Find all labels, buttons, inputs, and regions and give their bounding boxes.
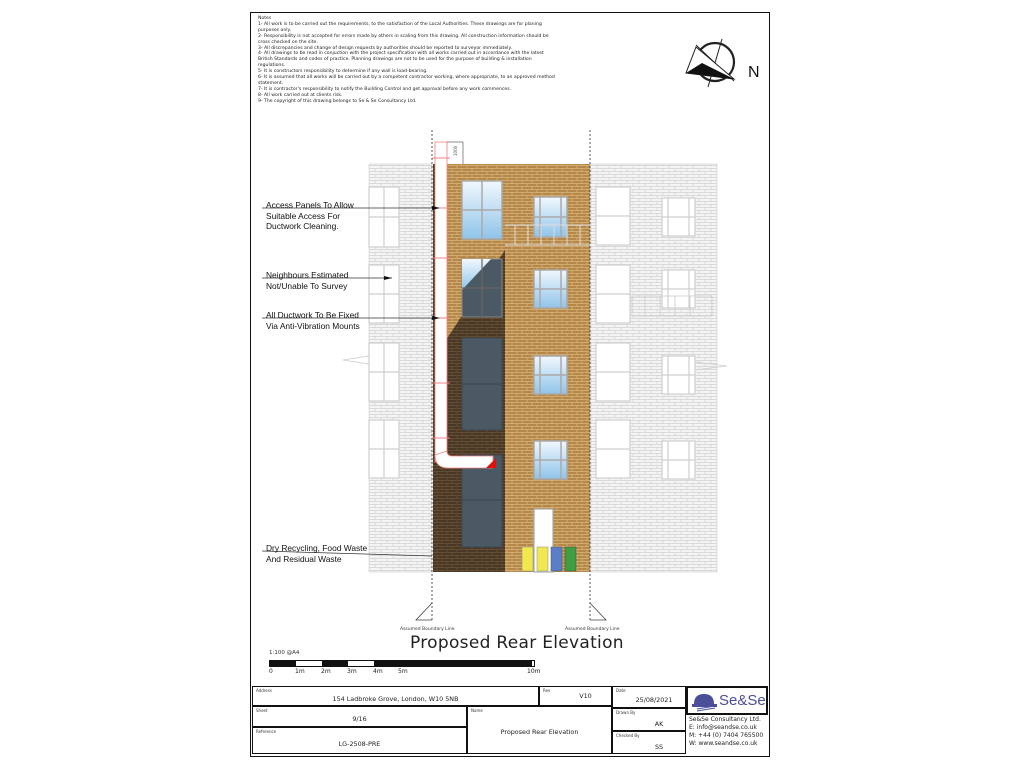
scale-tick: 0: [269, 668, 273, 675]
rev-value: V10: [579, 692, 592, 700]
drawn-by-label: Drawn By: [616, 710, 636, 715]
company-email: E: info@seandse.co.uk: [689, 724, 757, 731]
boundary-label-left: Assumed Boundary Line: [400, 627, 455, 632]
name-label: Name: [471, 708, 483, 713]
scale-tick: 1m: [295, 668, 305, 675]
sheet-label: Sheet: [256, 708, 268, 713]
scale-tick: 2m: [321, 668, 331, 675]
sheet-value: 9/16: [352, 715, 367, 723]
scale-tick: 4m: [373, 668, 383, 675]
note-item: 3- All discrepancies and change of desig…: [258, 45, 512, 51]
note-item: 8- All work carried out at clients risk.: [258, 92, 343, 98]
date-label: Date: [616, 688, 626, 693]
checked-by-label: Checked By: [616, 733, 640, 738]
title-block-address: Address 154 Ladbroke Grove, London, W10 …: [252, 686, 539, 706]
callout-line: Access Panels To Allow: [266, 200, 354, 210]
company-phone: M: +44 (0) 7404 765500: [689, 732, 764, 739]
callout-line: Via Anti-Vibration Mounts: [266, 320, 360, 331]
callout-line: Ductwork Cleaning.: [266, 221, 339, 231]
callout-waste: Dry Recycling, Food Waste And Residual W…: [266, 543, 367, 564]
extract-duct: [432, 141, 496, 469]
scale-tick: 5m: [398, 668, 408, 675]
reference-label: Reference: [256, 729, 277, 734]
title-block-drawn-by: Drawn By AK: [612, 708, 686, 731]
title-block-name: Name Proposed Rear Elevation: [467, 706, 612, 754]
north-label: N: [748, 64, 760, 81]
title-block-date: Date 25/08/2021: [612, 686, 686, 708]
callout-line: And Residual Waste: [266, 553, 342, 564]
notes-block: Notes 1- All work is to be carried out t…: [258, 16, 558, 105]
callout-access-panels: Access Panels To Allow Suitable Access F…: [266, 200, 354, 232]
callout-neighbours: Neighbours Estimated Not/Unable To Surve…: [266, 270, 348, 291]
note-item: 1- All work is to be carried out the req…: [258, 21, 542, 33]
address-label: Address: [256, 688, 272, 693]
callout-ductwork-mounts: All Ductwork To Be Fixed Via Anti-Vibrat…: [266, 310, 360, 331]
boundary-label-right: Assumed Boundary Line: [565, 627, 620, 632]
title-block-sheet: Sheet 9/16: [252, 706, 467, 727]
title-block-checked-by: Checked By SS: [612, 731, 686, 754]
drawing-title: Proposed Rear Elevation: [410, 633, 624, 653]
company-name: Se&Se Consultancy Ltd.: [689, 716, 761, 723]
date-value: 25/08/2021: [635, 696, 673, 704]
rev-label: Rev: [543, 688, 551, 693]
scale-tick: 10m: [527, 668, 541, 675]
scale-bar: [269, 660, 535, 667]
title-block-rev: Rev V10: [539, 686, 612, 706]
logo-text: Se&Se: [719, 692, 766, 709]
drawn-by-value: AK: [654, 720, 664, 728]
north-arrow-icon: [685, 38, 736, 88]
note-item: 9- The copyright of this drawing belongs…: [258, 98, 417, 104]
scale-tick: 3m: [347, 668, 357, 675]
callout-line: Suitable Access For: [266, 210, 341, 221]
callout-line: Neighbours Estimated: [266, 270, 349, 280]
note-item: 2- Responsibility is not accepted for er…: [258, 33, 549, 45]
title-block-reference: Reference LG-2508-PRE: [252, 727, 467, 754]
name-value: Proposed Rear Elevation: [500, 728, 579, 736]
checked-by-value: SS: [654, 743, 664, 751]
reference-value: LG-2508-PRE: [338, 740, 381, 748]
notes-heading: Notes: [258, 16, 272, 21]
note-item: 6- It is assumed that all works will be …: [258, 75, 555, 86]
dimension-label: 1000: [453, 145, 458, 156]
hard-hat-icon: [692, 694, 717, 712]
company-logo: Se&Se: [686, 686, 768, 715]
callout-line: Not/Unable To Survey: [266, 280, 348, 291]
callout-line: All Ductwork To Be Fixed: [266, 310, 359, 320]
address-value: 154 Ladbroke Grove, London, W10 5NB: [332, 695, 459, 703]
callout-line: Dry Recycling, Food Waste: [266, 543, 368, 553]
company-contact: Se&Se Consultancy Ltd. E: info@seandse.c…: [689, 716, 763, 748]
scale-label: 1:100 @A4: [269, 650, 300, 656]
note-item: 7- It is contractor's responsibility to …: [258, 86, 512, 92]
company-web: W: www.seandse.co.uk: [689, 740, 758, 747]
note-item: 4- All drawings to be read in conjuction…: [258, 51, 544, 69]
window: [461, 180, 503, 240]
note-item: 5- It is constructors responsibility to …: [258, 69, 428, 75]
waste-bins: [521, 546, 577, 572]
